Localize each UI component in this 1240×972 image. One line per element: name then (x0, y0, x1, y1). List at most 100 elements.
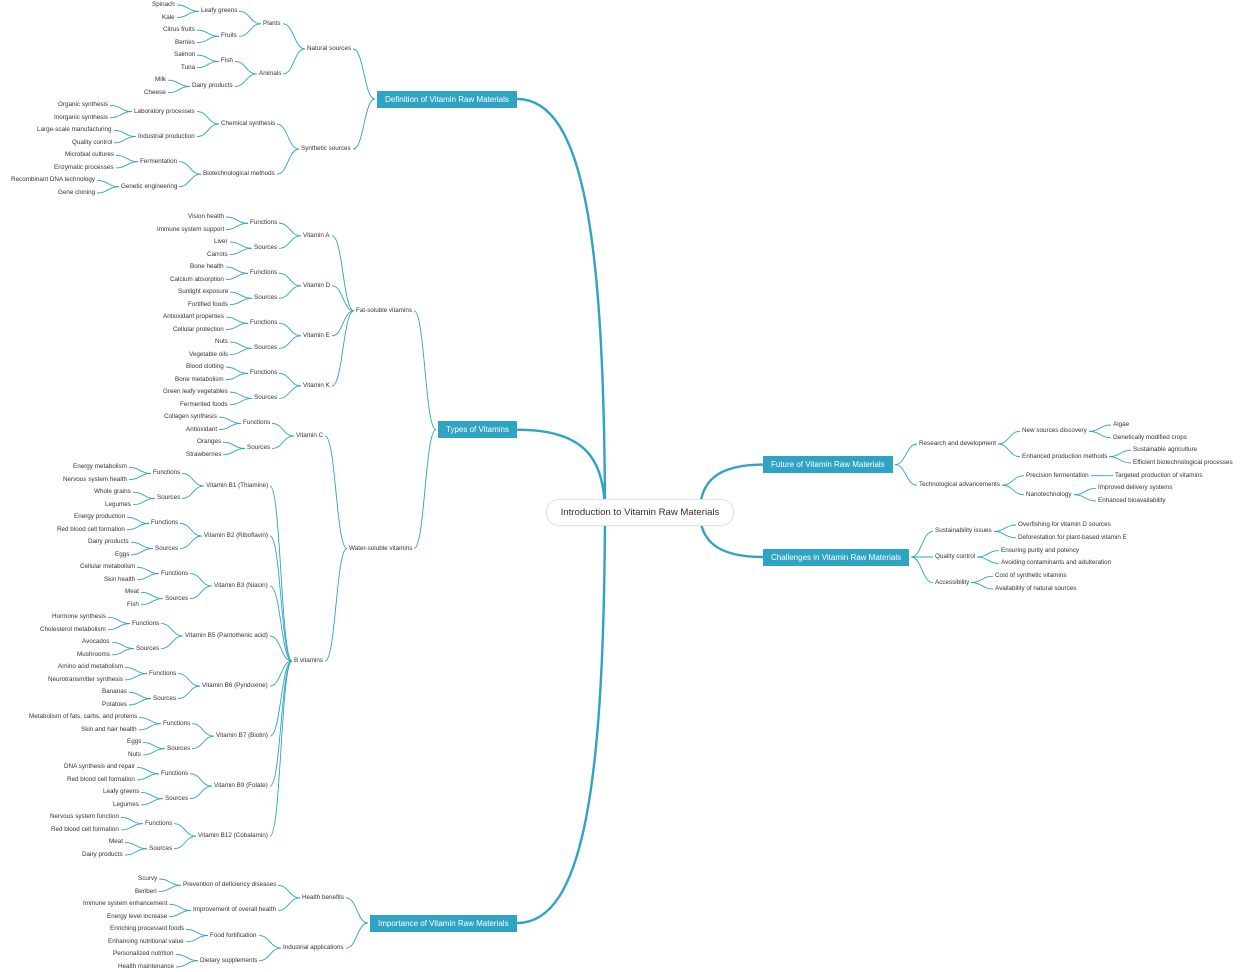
node-microbial-cultures[interactable]: Microbial cultures (65, 151, 114, 159)
node-avoiding-contaminants-and-adulteration[interactable]: Avoiding contaminants and adulteration (1001, 559, 1112, 567)
node-dietary-supplements[interactable]: Dietary supplements (200, 956, 258, 964)
node-vitamin-e[interactable]: Vitamin E (303, 331, 330, 339)
node-functions[interactable]: Functions (250, 269, 278, 277)
node-dairy-products[interactable]: Dairy products (88, 538, 129, 546)
node-enhanced-bioavailability[interactable]: Enhanced bioavailability (1098, 497, 1166, 504)
node-tuna[interactable]: Tuna (181, 63, 196, 71)
node-salmon[interactable]: Salmon (174, 51, 196, 59)
node-sustainability-issues[interactable]: Sustainability issues (935, 527, 992, 535)
node-natural-sources[interactable]: Natural sources (307, 44, 352, 52)
node-vitamin-b3-niacin[interactable]: Vitamin B3 (Niacin) (214, 582, 268, 590)
node-fish[interactable]: Fish (127, 600, 139, 608)
node-chemical-synthesis[interactable]: Chemical synthesis (221, 120, 276, 128)
node-sources[interactable]: Sources (254, 244, 278, 252)
node-functions[interactable]: Functions (132, 619, 160, 627)
node-animals[interactable]: Animals (259, 69, 282, 77)
node-enhanced-production-methods[interactable]: Enhanced production methods (1022, 452, 1108, 460)
node-nervous-system-function[interactable]: Nervous system function (50, 813, 119, 821)
node-functions[interactable]: Functions (163, 719, 191, 727)
node-enhancing-nutritional-value[interactable]: Enhancing nutritional value (108, 937, 184, 945)
node-immune-system-support[interactable]: Immune system support (157, 225, 225, 233)
node-meat[interactable]: Meat (125, 588, 139, 596)
node-carrots[interactable]: Carrots (207, 250, 228, 258)
node-strawberries[interactable]: Strawberries (186, 450, 222, 458)
node-bone-metabolism[interactable]: Bone metabolism (175, 375, 224, 383)
node-functions[interactable]: Functions (161, 569, 189, 577)
node-inorganic-synthesis[interactable]: Inorganic synthesis (54, 113, 108, 121)
node-collagen-synthesis[interactable]: Collagen synthesis (164, 413, 217, 421)
node-industrial-applications[interactable]: Industrial applications (283, 944, 344, 952)
node-research-and-development[interactable]: Research and development (919, 440, 997, 447)
node-plants[interactable]: Plants (263, 19, 281, 27)
node-legumes[interactable]: Legumes (113, 800, 139, 808)
node-vitamin-b6-pyridoxine[interactable]: Vitamin B6 (Pyridoxine) (202, 682, 268, 690)
node-vitamin-d[interactable]: Vitamin D (303, 281, 331, 289)
node-b-vitamins[interactable]: B vitamins (294, 657, 324, 665)
node-health-maintenance[interactable]: Health maintenance (118, 963, 175, 970)
node-industrial-production[interactable]: Industrial production (138, 132, 195, 140)
node-sunlight-exposure[interactable]: Sunlight exposure (178, 288, 229, 296)
node-cholesterol-metabolism[interactable]: Cholesterol metabolism (40, 625, 106, 633)
node-functions[interactable]: Functions (149, 669, 177, 677)
node-spinach[interactable]: Spinach (152, 1, 175, 8)
node-sources[interactable]: Sources (254, 294, 278, 302)
node-fat-soluble-vitamins[interactable]: Fat-soluble vitamins (356, 306, 412, 314)
node-sources[interactable]: Sources (153, 694, 177, 702)
node-sources[interactable]: Sources (157, 494, 181, 502)
node-sources[interactable]: Sources (254, 394, 278, 402)
node-food-fortification[interactable]: Food fortification (210, 931, 257, 939)
node-functions[interactable]: Functions (151, 519, 179, 527)
node-sources[interactable]: Sources (254, 344, 278, 352)
node-sources[interactable]: Sources (167, 744, 191, 752)
node-calcium-absorption[interactable]: Calcium absorption (170, 275, 224, 283)
node-genetically-modified-crops[interactable]: Genetically modified crops (1113, 433, 1187, 441)
node-functions[interactable]: Functions (145, 819, 173, 827)
node-bananas[interactable]: Bananas (102, 688, 127, 696)
node-overfishing-for-vitamin-d-sources[interactable]: Overfishing for vitamin D sources (1018, 521, 1111, 528)
node-milk[interactable]: Milk (155, 76, 167, 84)
node-quality-control[interactable]: Quality control (935, 553, 976, 560)
node-enriching-processed-foods[interactable]: Enriching processed foods (110, 925, 185, 933)
node-dna-synthesis-and-repair[interactable]: DNA synthesis and repair (64, 763, 136, 771)
node-cellular-metabolism[interactable]: Cellular metabolism (80, 563, 136, 571)
node-algae[interactable]: Algae (1113, 421, 1130, 428)
node-blood-clotting[interactable]: Blood clotting (186, 363, 224, 371)
node-vitamin-b1-thiamine[interactable]: Vitamin B1 (Thiamine) (206, 481, 269, 489)
node-targeted-production-of-vitamins[interactable]: Targeted production of vitamins (1115, 471, 1203, 479)
node-functions[interactable]: Functions (250, 219, 278, 227)
node-large-scale-manufacturing[interactable]: Large-scale manufacturing (37, 126, 112, 134)
node-energy-metabolism[interactable]: Energy metabolism (73, 463, 127, 471)
node-potatoes[interactable]: Potatoes (102, 700, 127, 708)
node-nuts[interactable]: Nuts (215, 338, 228, 346)
node-fermentation[interactable]: Fermentation (140, 157, 178, 165)
node-neurotransmitter-synthesis[interactable]: Neurotransmitter synthesis (48, 675, 123, 683)
node-fruits[interactable]: Fruits (221, 32, 237, 40)
node-vitamin-a[interactable]: Vitamin A (303, 231, 330, 239)
main-topic-challenges-in-vitamin-raw-materials[interactable]: Challenges in Vitamin Raw Materials (763, 548, 910, 566)
node-scurvy[interactable]: Scurvy (138, 875, 158, 882)
node-beriberi[interactable]: Beriberi (135, 887, 157, 895)
node-sources[interactable]: Sources (247, 444, 271, 452)
node-biotechnological-methods[interactable]: Biotechnological methods (203, 170, 275, 178)
node-leafy-greens[interactable]: Leafy greens (201, 7, 238, 15)
root-topic[interactable]: Introduction to Vitamin Raw Materials (546, 499, 734, 526)
node-functions[interactable]: Functions (250, 369, 278, 377)
node-skin-health[interactable]: Skin health (104, 575, 136, 583)
node-red-blood-cell-formation[interactable]: Red blood cell formation (57, 525, 125, 533)
node-vegetable-oils[interactable]: Vegetable oils (189, 350, 229, 358)
node-personalized-nutrition[interactable]: Personalized nutrition (113, 950, 174, 958)
node-legumes[interactable]: Legumes (105, 500, 131, 508)
node-cellular-protection[interactable]: Cellular protection (173, 325, 224, 333)
node-sustainable-agriculture[interactable]: Sustainable agriculture (1133, 446, 1198, 454)
main-topic-definition-of-vitamin-raw-materials[interactable]: Definition of Vitamin Raw Materials (377, 90, 517, 108)
node-eggs[interactable]: Eggs (115, 550, 130, 558)
main-topic-importance-of-vitamin-raw-materials[interactable]: Importance of Vitamin Raw Materials (370, 914, 517, 932)
node-dairy-products[interactable]: Dairy products (82, 851, 123, 858)
node-vitamin-k[interactable]: Vitamin K (303, 381, 330, 389)
node-vitamin-c[interactable]: Vitamin C (296, 431, 324, 439)
node-green-leafy-vegetables[interactable]: Green leafy vegetables (163, 388, 228, 396)
node-oranges[interactable]: Oranges (197, 438, 222, 446)
node-whole-grains[interactable]: Whole grains (94, 488, 131, 496)
node-nuts[interactable]: Nuts (128, 750, 141, 758)
node-functions[interactable]: Functions (153, 469, 181, 477)
